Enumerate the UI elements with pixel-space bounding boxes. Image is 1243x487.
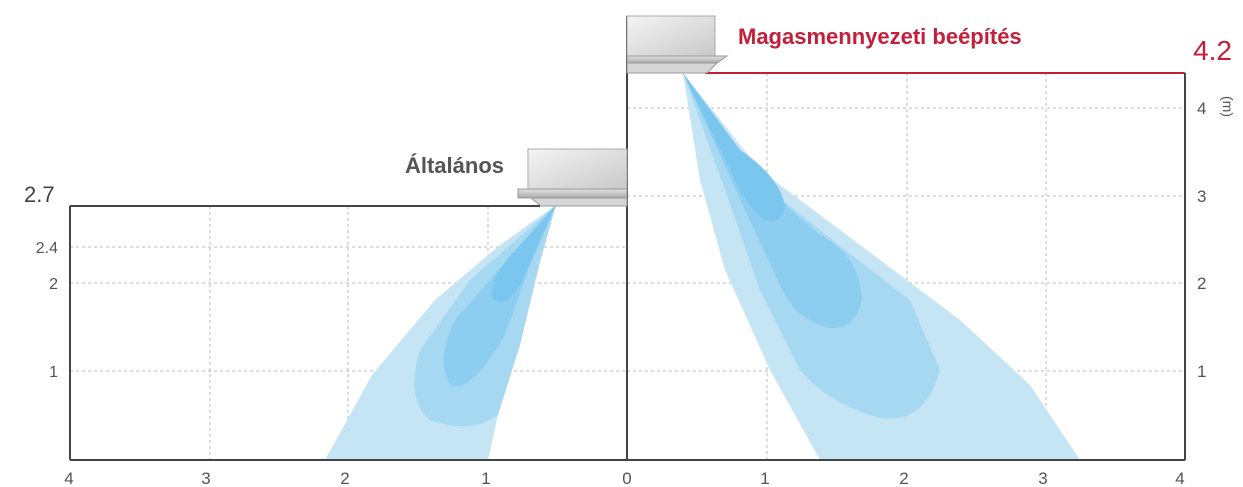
left-height-label: 2.7 <box>24 182 55 207</box>
left-x-tick: 3 <box>201 469 210 487</box>
left-airflow <box>325 205 556 460</box>
left-unit-label: Általános <box>405 153 504 178</box>
left-y-tick: 2 <box>49 276 58 293</box>
right-x-tick: 3 <box>1038 469 1047 487</box>
ceiling-cassette-icon <box>517 148 628 207</box>
right-x-tick: 4 <box>1175 469 1184 487</box>
left-y-tick: 2.4 <box>36 240 58 257</box>
right-airflow <box>683 73 1080 460</box>
axes <box>69 16 1186 461</box>
unit-label: (m) <box>1220 96 1236 117</box>
right-y-tick: 3 <box>1197 187 1206 206</box>
right-height-label: 4.2 <box>1193 35 1232 66</box>
right-x-tick: 1 <box>760 469 769 487</box>
ceiling-cassette-icon <box>626 15 729 74</box>
left-y-tick: 1 <box>49 364 58 381</box>
right-y-tick: 1 <box>1197 362 1206 381</box>
right-y-tick: 2 <box>1197 274 1206 293</box>
right-y-tick: 4 <box>1197 99 1206 118</box>
right-unit-label: Magasmennyezeti beépítés <box>738 24 1022 49</box>
left-x-tick: 1 <box>481 469 490 487</box>
right-x-tick: 2 <box>899 469 908 487</box>
center-x-tick: 0 <box>622 469 631 487</box>
left-x-tick: 4 <box>64 469 73 487</box>
left-x-tick: 2 <box>340 469 349 487</box>
